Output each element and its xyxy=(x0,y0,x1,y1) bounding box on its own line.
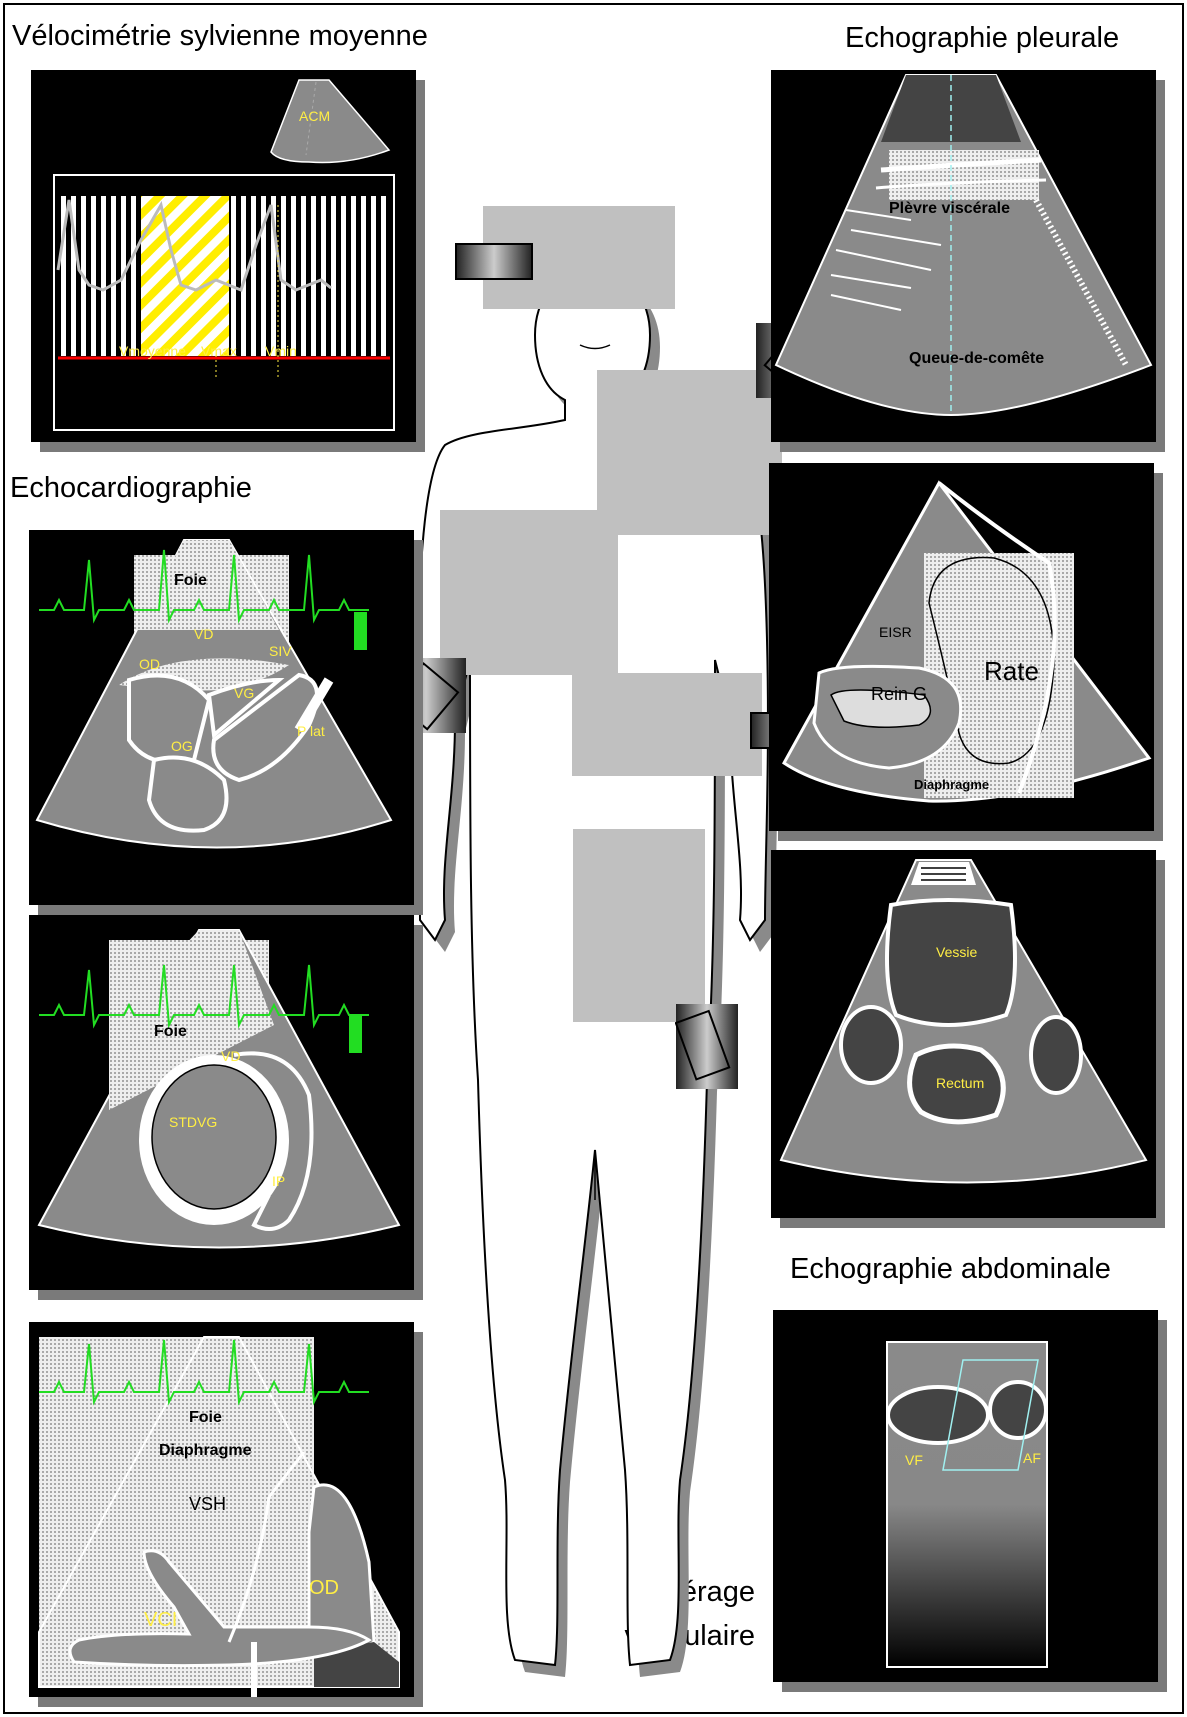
label-vg: VG xyxy=(234,685,254,701)
panel-echocardio-2: Foie VD STDVG IP xyxy=(29,915,414,1290)
label-plevre: Plèvre viscérale xyxy=(889,200,1010,218)
label-vmin: Vmin xyxy=(265,343,297,359)
label-stdvg: STDVG xyxy=(169,1114,217,1130)
label-rate: Rate xyxy=(984,656,1039,687)
panel-echocardio-3: Foie Diaphragme VSH VCI OD xyxy=(29,1322,414,1697)
label-od: OD xyxy=(139,656,160,672)
probe-temporal-icon xyxy=(455,243,535,283)
label-plat: P lat xyxy=(297,723,325,739)
label-vmoyenne: Vmoyenne xyxy=(119,343,186,359)
label-vd-2: VD xyxy=(221,1048,240,1064)
label-rectum: Rectum xyxy=(936,1075,984,1091)
label-vsh: VSH xyxy=(189,1494,226,1515)
label-vf: VF xyxy=(905,1452,923,1468)
panel-spleen: EISR Rate Rein G Diaphragme xyxy=(769,463,1154,831)
label-vmax: Vmax xyxy=(201,343,237,359)
panel-pelvis: Vessie Rectum xyxy=(771,850,1156,1218)
label-vci: VCI xyxy=(144,1609,177,1632)
label-diaphragme-3: Diaphragme xyxy=(159,1442,251,1460)
label-acm: ACM xyxy=(299,108,330,124)
label-ip: IP xyxy=(272,1173,285,1189)
label-foie: Foie xyxy=(174,572,207,590)
label-vd: VD xyxy=(194,626,213,642)
region-spleen-block xyxy=(572,673,762,776)
panel-echocardio-1: Foie VD OD SIV VG OG P lat xyxy=(29,530,414,905)
label-siv: SIV xyxy=(269,643,292,659)
label-eisr: EISR xyxy=(879,624,912,640)
label-rein: Rein G xyxy=(871,684,927,705)
region-pelvis-block xyxy=(573,829,705,1022)
panel-pleural: Plèvre viscérale Queue-de-comête xyxy=(771,70,1156,442)
region-heart-block xyxy=(440,510,618,675)
label-od-3: OD xyxy=(309,1577,339,1600)
label-vessie: Vessie xyxy=(936,944,977,960)
label-foie-2: Foie xyxy=(154,1023,187,1041)
label-og: OG xyxy=(171,738,193,754)
probe-pelvis-icon xyxy=(675,1003,740,1091)
label-foie-3: Foie xyxy=(189,1409,222,1427)
panel-vascular: VF AF xyxy=(773,1310,1158,1682)
label-comete: Queue-de-comête xyxy=(909,350,1044,368)
label-af: AF xyxy=(1023,1450,1041,1466)
label-diaphragme: Diaphragme xyxy=(914,777,989,792)
panel-velocimetry: ACM Vmoyenne Vmax Vmin xyxy=(31,70,416,442)
